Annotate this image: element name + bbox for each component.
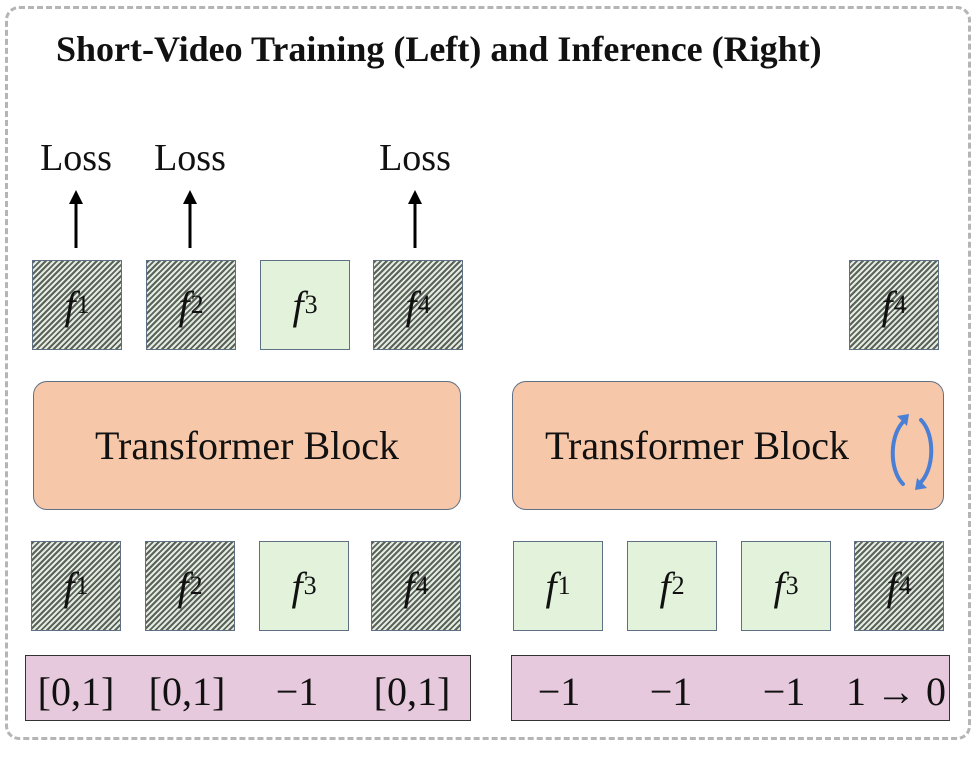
left-value-3: −1 — [275, 669, 319, 714]
right-value-2: −1 — [649, 669, 693, 714]
loss-label-f2: Loss — [154, 137, 226, 179]
loss-label-f1: Loss — [40, 137, 112, 179]
right-value-4: 1 → 0 — [846, 669, 946, 714]
left-transformer-block: Transformer Block — [33, 381, 461, 510]
left-value-4: [0,1] — [373, 669, 451, 714]
right-transformer-block: Transformer Block — [512, 381, 944, 510]
left-value-1: [0,1] — [37, 669, 115, 714]
loss-label-f4: Loss — [379, 137, 451, 179]
loss-arrow-f2-icon — [183, 190, 197, 248]
outer-dashed-frame — [5, 6, 971, 740]
loss-arrow-f1-icon — [69, 190, 83, 248]
recurrent-cycle-icon — [890, 414, 934, 490]
right-noise-level-band — [511, 655, 950, 721]
right-value-1: −1 — [537, 669, 581, 714]
right-value-3: −1 — [762, 669, 806, 714]
left-noise-level-band — [25, 655, 471, 721]
diagram-title: Short-Video Training (Left) and Inferenc… — [56, 29, 822, 69]
left-value-2: [0,1] — [148, 669, 226, 714]
loss-arrow-f4-icon — [408, 190, 422, 248]
